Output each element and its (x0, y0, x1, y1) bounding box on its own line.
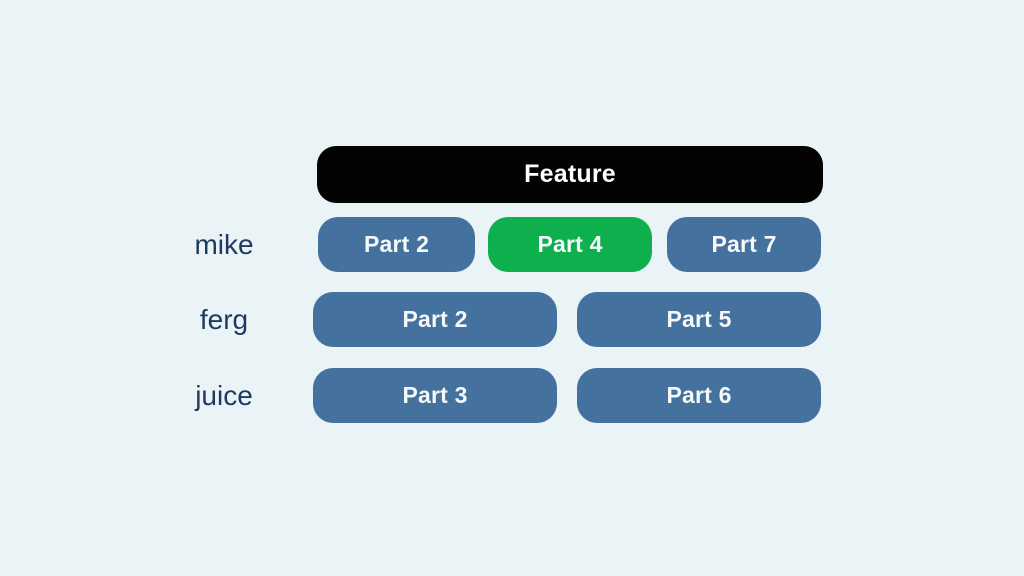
feature-header-bar: Feature (317, 146, 823, 203)
pill-mike-part-2: Part 2 (318, 217, 475, 272)
pill-mike-part-7: Part 7 (667, 217, 821, 272)
row-label-juice: juice (195, 380, 253, 411)
pill-mike-part-4: Part 4 (488, 217, 652, 272)
row-label-ferg: ferg (199, 304, 249, 335)
pill-juice-part-3: Part 3 (313, 368, 557, 423)
pill-ferg-part-5: Part 5 (577, 292, 821, 347)
row-label-mike: mike (194, 229, 254, 260)
pill-juice-part-6: Part 6 (577, 368, 821, 423)
pill-ferg-part-2: Part 2 (313, 292, 557, 347)
